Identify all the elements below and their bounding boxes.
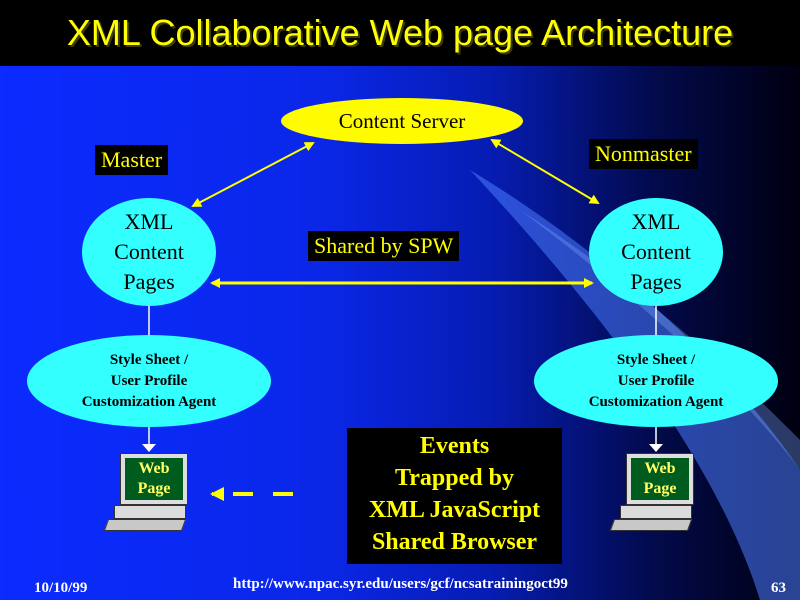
agent-line-2: User Profile (617, 372, 695, 389)
keyboard-icon (609, 519, 693, 531)
master-web-page-pc: Web Page (103, 453, 194, 533)
agent-line-1: Style Sheet / (616, 351, 696, 368)
content-server-node: Content Server (281, 98, 523, 144)
pc-line-2: Page (643, 480, 677, 497)
xml-line-2: Content (114, 239, 184, 264)
agent-line-3: Customization Agent (588, 393, 724, 410)
left-pc-arrow-tip (142, 444, 156, 452)
xml-line-1: XML (124, 209, 174, 234)
xml-line-3: Pages (630, 269, 682, 294)
content-server-label: Content Server (338, 108, 466, 133)
master-xml-content-pages: XML Content Pages (82, 198, 216, 306)
xml-line-2: Content (621, 239, 691, 264)
nonmaster-customization-agent: Style Sheet / User Profile Customization… (534, 335, 778, 427)
events-line-4: Shared Browser (371, 529, 538, 555)
events-box: Events Trapped by XML JavaScript Shared … (347, 428, 562, 564)
pc-screen: Web Page (125, 458, 183, 500)
agent-line-2: User Profile (110, 372, 188, 389)
shared-label: Shared by SPW (308, 231, 460, 261)
footer-date: 10/10/99 (34, 580, 88, 596)
pc-monitor-icon: Web Page (120, 453, 188, 505)
pc-line-2: Page (137, 480, 171, 497)
pc-line-1: Web (138, 460, 170, 477)
server-to-nonmaster-arrow (490, 138, 600, 205)
pc-base (114, 505, 186, 519)
right-pc-arrow-tip (649, 444, 663, 452)
agent-line-3: Customization Agent (81, 393, 217, 410)
keyboard-icon (103, 519, 187, 531)
footer-url: http://www.npac.syr.edu/users/gcf/ncsatr… (233, 576, 568, 592)
nonmaster-web-page-pc: Web Page (609, 453, 700, 533)
footer-page-number: 63 (771, 580, 786, 596)
pc-base (620, 505, 692, 519)
nonmaster-xml-content-pages: XML Content Pages (589, 198, 723, 306)
events-line-1: Events (419, 433, 490, 459)
events-line-2: Trapped by (395, 465, 514, 491)
slide-title: XML Collaborative Web page Architecture (66, 12, 734, 53)
nonmaster-label: Nonmaster (589, 139, 698, 169)
xml-line-1: XML (631, 209, 681, 234)
pc-line-1: Web (644, 460, 676, 477)
master-label: Master (95, 145, 169, 175)
events-line-3: XML JavaScript (368, 497, 541, 523)
master-customization-agent: Style Sheet / User Profile Customization… (27, 335, 271, 427)
server-to-master-arrow (191, 142, 315, 207)
agent-line-1: Style Sheet / (109, 351, 189, 368)
xml-line-3: Pages (123, 269, 175, 294)
title-bar (0, 0, 800, 66)
pc-screen: Web Page (631, 458, 689, 500)
pc-monitor-icon: Web Page (626, 453, 694, 505)
